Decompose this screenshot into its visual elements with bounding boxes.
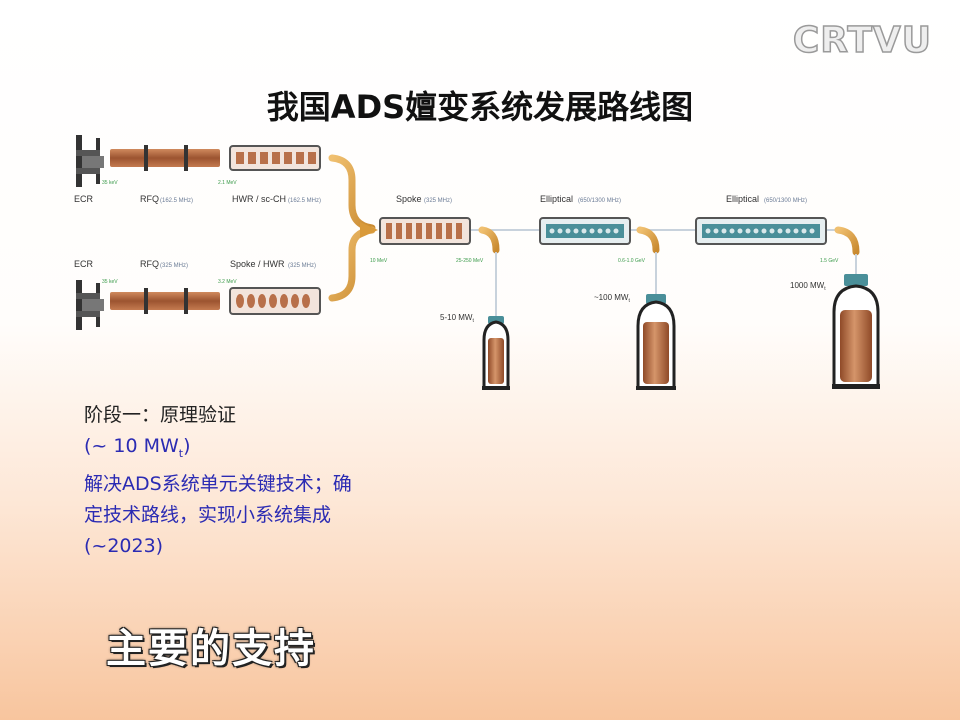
spoke-label: Spoke (396, 194, 422, 204)
lower-energy-rfq: 3.2 MeV (218, 279, 237, 285)
upper-hwr-cryomodule (229, 145, 321, 171)
crtvu-logo: CRTVU (792, 19, 932, 62)
elliptical1-label: Elliptical (540, 194, 573, 204)
upper-ecr-source (76, 135, 104, 187)
lower-rfq (110, 288, 220, 314)
stage-heading: 阶段一：原理验证 (84, 404, 237, 426)
lower-spoke-cryomodule (229, 287, 321, 315)
upper-hwr-label: HWR / sc-CH (232, 194, 286, 204)
stage-power: (~ 10 MWt) (84, 435, 191, 460)
reactor-3-power: 1000 MWt (790, 281, 826, 292)
spoke-section: Spoke (325 MHz) 10 MeV 25-250 MeV (370, 194, 484, 264)
upper-hwr-freq: (162.5 MHz) (288, 198, 321, 204)
stage-one-description: 阶段一：原理验证 (~ 10 MWt) 解决ADS系统单元关键技术；确 定技术路… (84, 400, 444, 562)
elliptical2-energy: 1.5 GeV (820, 258, 839, 264)
spoke-freq: (325 MHz) (424, 198, 452, 204)
lower-spoke-label: Spoke / HWR (230, 259, 285, 269)
page-title: 我国ADS嬗变系统发展路线图 (266, 88, 694, 126)
roadmap-diagram: 35 keV 2.1 MeV ECR RFQ (162.5 MHz) HWR /… (74, 135, 880, 390)
lower-spoke-freq: (325 MHz) (288, 263, 316, 269)
merge-arrow-icon (360, 222, 378, 238)
reactor-2-power: ~100 MWt (594, 293, 630, 304)
stage-year: (~2023) (84, 534, 164, 557)
subtitle-caption: 主要的支持 (106, 626, 316, 672)
elliptical2-label: Elliptical (726, 194, 759, 204)
lower-injector: ECR RFQ (325 MHz) Spoke / HWR (325 MHz) … (74, 259, 321, 330)
stage-desc-line-2: 定技术路线，实现小系统集成 (84, 503, 332, 526)
upper-energy-ecr: 35 keV (102, 180, 118, 186)
lower-ecr-source (76, 280, 104, 330)
upper-energy-rfq: 2.1 MeV (218, 180, 237, 186)
upper-rfq (110, 145, 220, 171)
upper-injector: 35 keV 2.1 MeV ECR RFQ (162.5 MHz) HWR /… (74, 135, 321, 204)
lower-energy-ecr: 35 keV (102, 279, 118, 285)
reactor-2: ~100 MWt (594, 293, 676, 390)
spoke-energy-out: 25-250 MeV (456, 258, 484, 264)
lower-ecr-label: ECR (74, 259, 94, 269)
spoke-energy-in: 10 MeV (370, 258, 388, 264)
upper-rfq-label: RFQ (140, 194, 159, 204)
elliptical1-energy: 0.6-1.0 GeV (618, 258, 646, 264)
lower-rfq-label: RFQ (140, 259, 159, 269)
reactor-3: 1000 MWt (790, 274, 880, 389)
elliptical-section-1: Elliptical (650/1300 MHz) 0.6-1.0 GeV (539, 194, 646, 264)
upper-rfq-freq: (162.5 MHz) (160, 198, 193, 204)
drop-lines (495, 252, 857, 318)
extraction-bends (478, 226, 860, 256)
reactor-1-power: 5-10 MWt (440, 313, 474, 324)
stage-desc-line-1: 解决ADS系统单元关键技术；确 (84, 472, 352, 495)
elliptical2-freq: (650/1300 MHz) (764, 198, 807, 204)
reactor-1: 5-10 MWt (440, 313, 510, 390)
lower-rfq-freq: (325 MHz) (160, 263, 188, 269)
elliptical1-freq: (650/1300 MHz) (578, 198, 621, 204)
upper-ecr-label: ECR (74, 194, 94, 204)
elliptical-section-2: Elliptical (650/1300 MHz) 1.5 GeV (695, 194, 839, 264)
